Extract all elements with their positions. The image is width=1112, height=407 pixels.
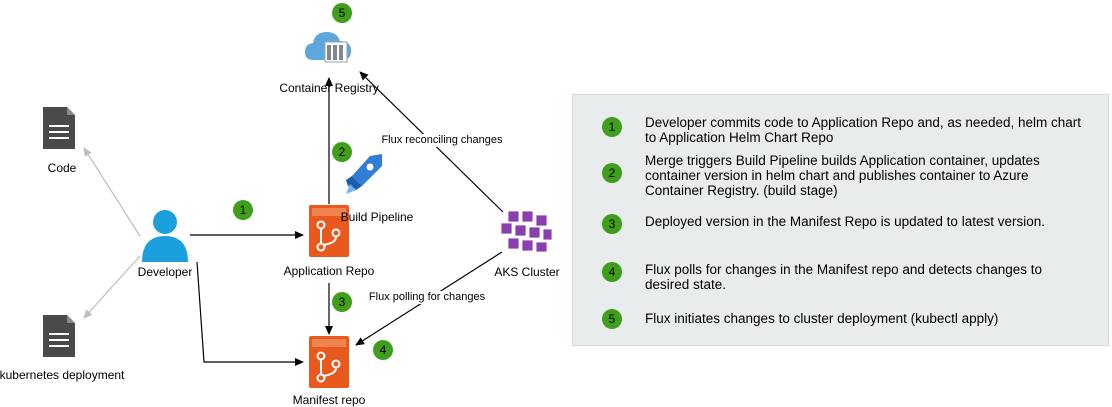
edge-developer-to-code (83, 147, 141, 237)
legend-text-1: Developer commits code to Application Re… (645, 115, 1082, 145)
k8s-deployment-label: kubernetes deployment (0, 368, 125, 382)
application-repo-label: Application Repo (283, 264, 375, 278)
document-icon-k8s-deployment (43, 315, 75, 357)
edge-developer-to-k8s-deployment (83, 255, 141, 319)
manifest-repo-git-icon (309, 336, 349, 388)
edge-developer-to-manifest-repo (196, 261, 304, 366)
developer-label: Developer (137, 265, 193, 279)
container-registry-icon (305, 32, 351, 63)
edge-label-flux-polling: Flux polling for changes (366, 291, 488, 304)
legend-badge-5: 5 (602, 309, 622, 329)
document-icon-code (43, 107, 75, 149)
legend-badge-3: 3 (602, 214, 622, 234)
step-badge-1: 1 (233, 200, 253, 220)
step-badge-4: 4 (373, 340, 393, 360)
step-badge-5: 5 (332, 3, 352, 23)
step-badge-2: 2 (332, 142, 352, 162)
legend-text-5: Flux initiates changes to cluster deploy… (645, 311, 999, 326)
container-registry-label: Container Registry (279, 81, 379, 95)
aks-cluster-icon (500, 210, 553, 253)
legend-badge-2: 2 (602, 163, 622, 183)
edge-label-flux-reconciling: Flux reconciling changes (379, 134, 505, 147)
code-label: Code (47, 161, 77, 175)
manifest-repo-label: Manifest repo (292, 393, 366, 407)
legend-badge-1: 1 (602, 117, 622, 137)
step-badge-3: 3 (332, 292, 352, 312)
developer-icon (142, 210, 188, 262)
legend-text-2: Merge triggers Build Pipeline builds App… (645, 153, 1040, 198)
application-repo-git-icon (309, 205, 349, 257)
aks-cluster-label: AKS Cluster (494, 265, 560, 279)
legend-text-3: Deployed version in the Manifest Repo is… (645, 214, 1045, 229)
legend-panel: 1 Developer commits code to Application … (572, 94, 1109, 346)
build-pipeline-icon (346, 154, 382, 194)
legend-badge-4: 4 (602, 262, 622, 282)
build-pipeline-label: Build Pipeline (340, 210, 414, 224)
legend-text-4: Flux polls for changes in the Manifest r… (645, 262, 1042, 292)
